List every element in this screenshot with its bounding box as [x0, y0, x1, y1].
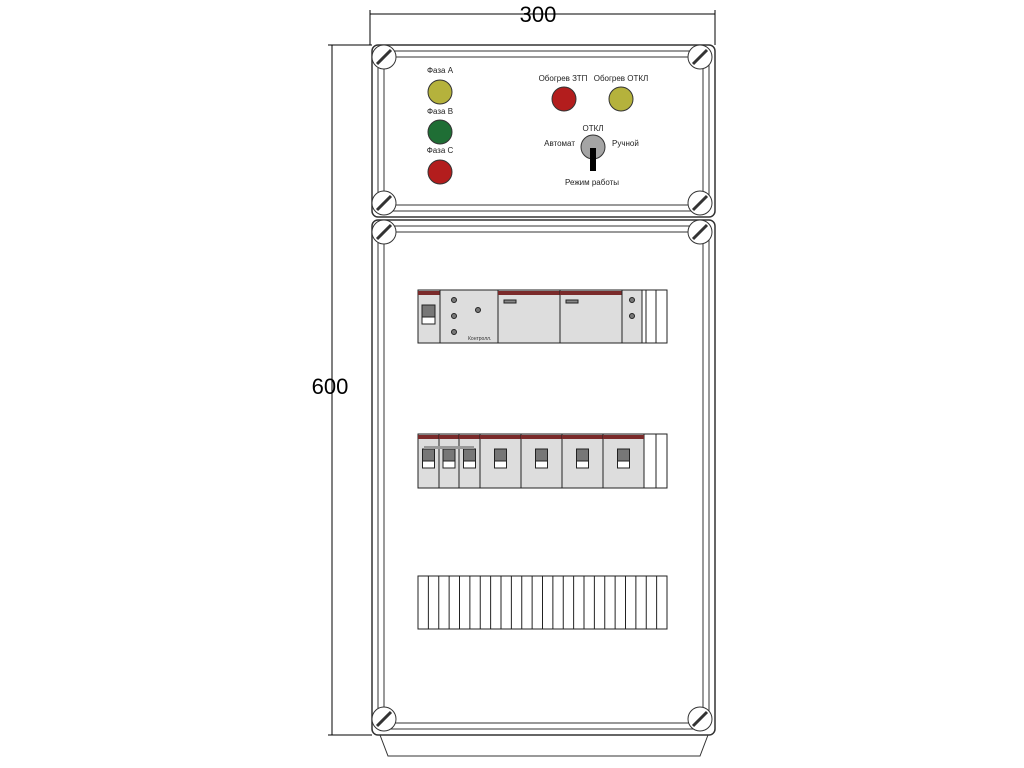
- mode-switch[interactable]: ОТКЛ Автомат Ручной Режим работы: [544, 124, 639, 187]
- width-label: 300: [520, 2, 557, 27]
- screw-icon: [371, 190, 397, 216]
- svg-text:Контролл.: Контролл.: [468, 336, 491, 342]
- screw-icon: [371, 706, 397, 732]
- dimension-height: [328, 44, 372, 736]
- main-enclosure: [371, 219, 716, 757]
- circuit-breaker: [438, 433, 460, 489]
- height-label: 600: [312, 374, 349, 399]
- svg-text:Обогрев ЗТП: Обогрев ЗТП: [539, 74, 588, 83]
- svg-text:Фаза A: Фаза A: [427, 66, 454, 75]
- circuit-breaker: [520, 433, 563, 489]
- svg-text:Обогрев ОТКЛ: Обогрев ОТКЛ: [594, 74, 649, 83]
- screw-icon: [687, 190, 713, 216]
- dimension-width: [369, 10, 716, 45]
- screw-icon: [371, 219, 397, 245]
- screws: [371, 44, 713, 732]
- indicator-lamp-2: Обогрев ОТКЛ: [594, 74, 649, 112]
- circuit-breaker: [458, 433, 481, 489]
- phase-lamp-c: Фаза C: [427, 146, 454, 185]
- din-row-1: Контролл.: [417, 289, 668, 344]
- svg-text:Автомат: Автомат: [544, 139, 575, 148]
- svg-text:ОТКЛ: ОТКЛ: [582, 124, 603, 133]
- phase-bridge: [424, 446, 474, 449]
- circuit-breaker: [479, 433, 522, 489]
- svg-text:Ручной: Ручной: [612, 139, 639, 148]
- top-enclosure: [371, 44, 716, 218]
- screw-icon: [687, 44, 713, 70]
- svg-text:Фаза B: Фаза B: [427, 107, 453, 116]
- circuit-breaker: [417, 433, 440, 489]
- screw-icon: [687, 219, 713, 245]
- indicator-lamp-1: Обогрев ЗТП: [539, 74, 588, 112]
- din-row-2: [417, 433, 668, 489]
- terminal-row: [417, 575, 668, 630]
- screw-icon: [687, 706, 713, 732]
- circuit-breaker: [561, 433, 604, 489]
- svg-text:Фаза C: Фаза C: [427, 146, 454, 155]
- circuit-breaker: [602, 433, 645, 489]
- phase-lamp-b: Фаза B: [427, 107, 453, 145]
- svg-text:Режим работы: Режим работы: [565, 178, 619, 187]
- phase-lamp-a: Фаза A: [427, 66, 454, 105]
- screw-icon: [371, 44, 397, 70]
